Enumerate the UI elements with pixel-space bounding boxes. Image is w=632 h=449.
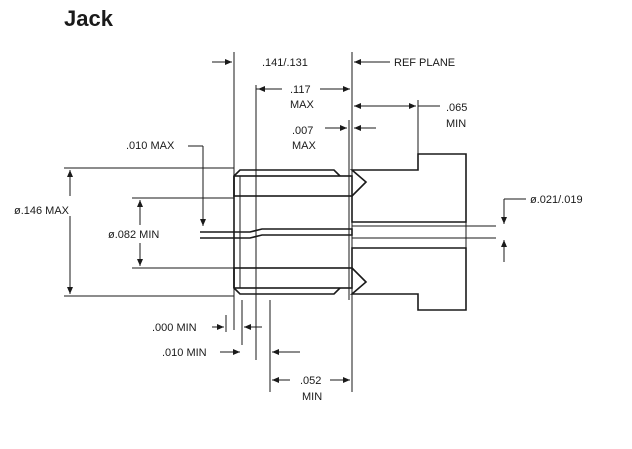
dim-dia-146-max: ø.146 MAX [14,170,73,294]
dim-010-max-label: .010 MAX [126,140,175,152]
dim-065-min-label: MIN [446,118,466,130]
dim-010-min: .010 MIN [162,347,300,359]
dim-117-max-label: MAX [290,99,315,111]
dim-000-min: .000 MIN [152,322,262,334]
dim-117-label: .117 [290,84,311,96]
dim-dia-082-label: ø.082 MIN [108,229,159,241]
center-contact-pin [200,228,353,239]
sleeve-top-section [233,175,353,197]
dim-052-label: .052 [300,375,321,387]
dim-010-min-label: .010 MIN [162,347,207,359]
dim-dia-146-label: ø.146 MAX [14,205,70,217]
extension-lines [64,52,419,392]
dim-141-131: .141/.131 REF PLANE [212,57,455,69]
ref-plane-label: REF PLANE [394,57,455,69]
sleeve-bottom-section [233,267,353,289]
dim-007-label: .007 [292,125,313,137]
dim-dia-021-label: ø.021/.019 [530,194,583,206]
jack-body [200,153,496,311]
dim-007-max: .007 MAX [292,125,376,152]
dim-052-min-label: MIN [302,391,322,403]
dim-141-131-label: .141/.131 [262,57,308,69]
dim-dia-082-min: ø.082 MIN [108,200,159,266]
dim-007-max-label: MAX [292,140,317,152]
dim-065-min: .065 MIN [354,102,467,130]
dim-010-max: .010 MAX [126,140,206,226]
dim-117-max: .117 MAX [256,84,350,111]
drawing-title: Jack [64,6,113,31]
dim-065-label: .065 [446,102,467,114]
dim-052-min: .052 MIN [272,375,350,403]
housing-bottom-section [349,247,467,311]
dim-dia-021-019: ø.021/.019 [501,194,583,262]
dim-000-min-label: .000 MIN [152,322,197,334]
housing-top-section [349,153,467,223]
